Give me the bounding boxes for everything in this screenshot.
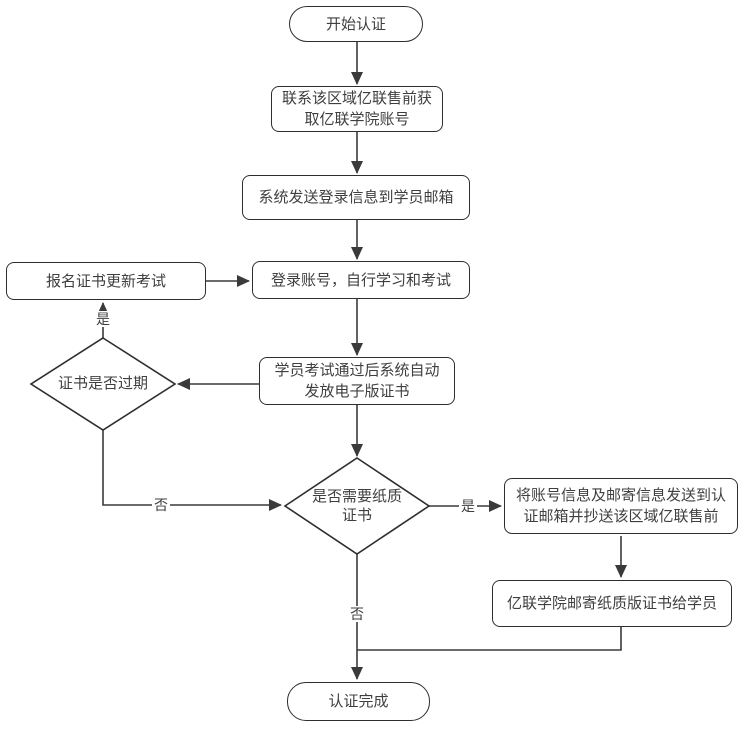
node-start: 开始认证 bbox=[289, 6, 423, 42]
node-mail-paper-cert-label: 亿联学院邮寄纸质版证书给学员 bbox=[506, 595, 717, 612]
node-start-label: 开始认证 bbox=[325, 15, 386, 33]
node-login-study-exam-label: 登录账号，自行学习和考试 bbox=[270, 271, 451, 289]
edge-label-paper-no: 否 bbox=[348, 606, 366, 622]
edge-label-paper-yes: 是 bbox=[459, 498, 477, 514]
node-mail-paper-cert: 亿联学院邮寄纸质版证书给学员 bbox=[492, 580, 732, 627]
node-system-send-login-label: 系统发送登录信息到学员邮箱 bbox=[258, 189, 454, 206]
node-send-mailing-info: 将账号信息及邮寄信息发送到认 证邮箱并抄送该区域亿联售前 bbox=[504, 478, 738, 534]
node-register-renewal-exam: 报名证书更新考试 bbox=[6, 262, 206, 300]
node-auto-issue-ecert-label: 学员考试通过后系统自动 发放电子版证书 bbox=[274, 362, 440, 400]
edge-expired-no-to-paper-decision bbox=[102, 430, 282, 511]
node-end: 认证完成 bbox=[287, 682, 430, 721]
node-register-renewal-exam-label: 报名证书更新考试 bbox=[45, 272, 166, 290]
node-send-mailing-info-label: 将账号信息及邮寄信息发送到认 证邮箱并抄送该区域亿联售前 bbox=[515, 487, 726, 525]
decision-need-paper-shape bbox=[283, 457, 431, 555]
node-contact-presales: 联系该区域亿联售前获 取亿联学院账号 bbox=[271, 86, 443, 132]
node-login-study-exam: 登录账号，自行学习和考试 bbox=[252, 261, 470, 299]
node-contact-presales-label: 联系该区域亿联售前获 取亿联学院账号 bbox=[281, 90, 432, 128]
edge-label-expired-no: 否 bbox=[152, 497, 170, 513]
node-system-send-login: 系统发送登录信息到学员邮箱 bbox=[242, 175, 470, 220]
edge-mailcert-join bbox=[357, 627, 622, 651]
decision-cert-expired-shape bbox=[29, 337, 177, 431]
node-auto-issue-ecert: 学员考试通过后系统自动 发放电子版证书 bbox=[259, 357, 455, 405]
edge-label-expired-yes: 是 bbox=[94, 311, 112, 327]
node-end-label: 认证完成 bbox=[328, 693, 389, 710]
